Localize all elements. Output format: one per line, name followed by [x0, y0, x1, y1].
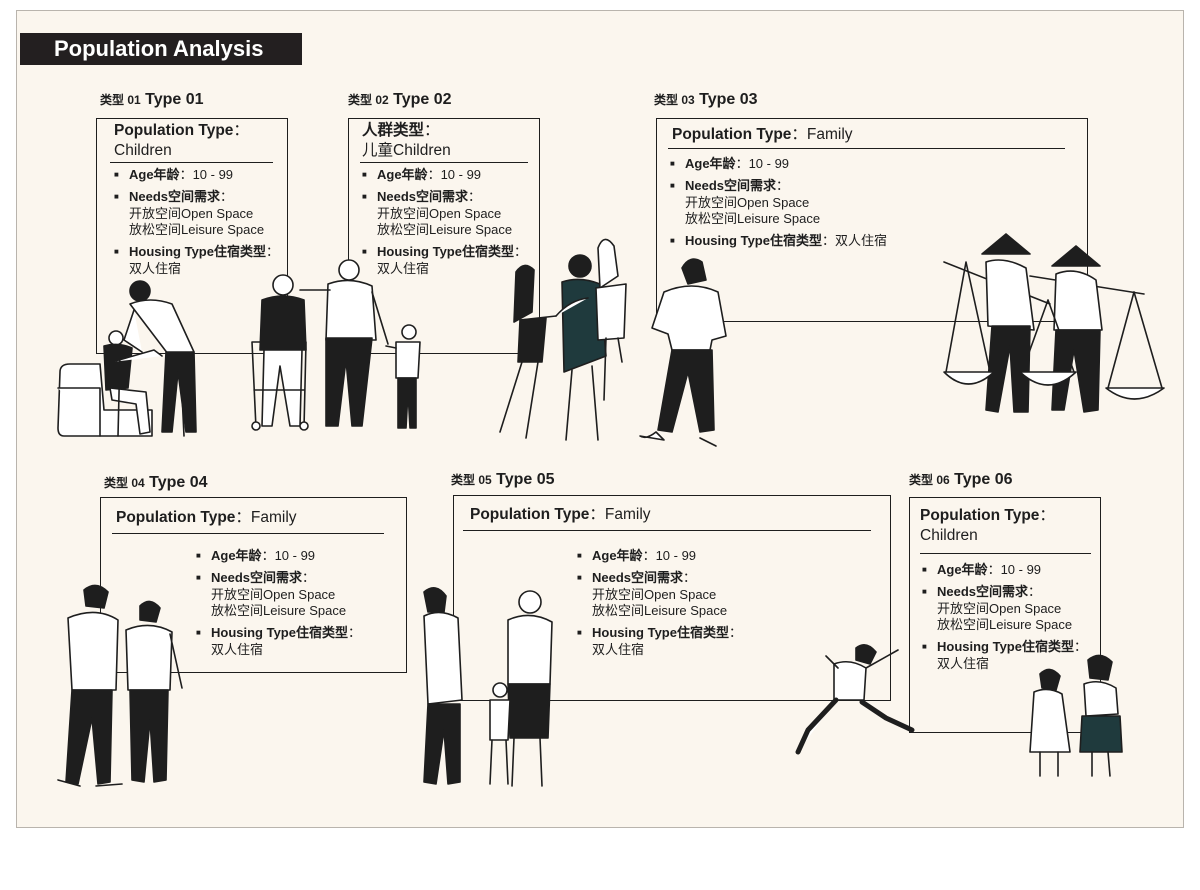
type-06-children-illustration: [1029, 654, 1123, 777]
type-03-label: 类型 03 Type 03: [654, 91, 758, 108]
type-02-people-illustration: [499, 238, 627, 441]
type-02-info: Age年龄：10 - 99 Needs空间需求：开放空间Open Space放松…: [362, 167, 527, 283]
type-02-population-type: 人群类型： 儿童Children: [362, 122, 451, 159]
type-06-rule: [920, 553, 1091, 555]
type-01-info: Age年龄：10 - 99 Needs空间需求：开放空间Open Space放松…: [114, 167, 279, 283]
type-04-students-illustration: [57, 584, 183, 787]
type-05-family-illustration: [423, 587, 553, 787]
type-05-info: Age年龄：10 - 99 Needs空间需求：开放空间Open Space放松…: [577, 548, 742, 664]
type-01-population-type: Population Type： Children: [114, 122, 249, 159]
type-03-population-type: Population Type：Family: [672, 126, 853, 143]
type-04-frame: [100, 497, 407, 673]
type-02-frame: [348, 118, 540, 354]
type-05-population-type: Population Type：Family: [470, 506, 651, 523]
type-05-rule: [463, 530, 871, 532]
type-06-population-type: Population Type： Children: [920, 507, 1055, 544]
type-03-info: Age年龄：10 - 99 Needs空间需求：开放空间Open Space放松…: [670, 156, 887, 255]
type-06-info: Age年龄：10 - 99 Needs空间需求：开放空间Open Space放松…: [922, 562, 1087, 678]
type-05-label: 类型 05 Type 05: [451, 471, 555, 488]
type-04-label: 类型 04 Type 04: [104, 474, 208, 491]
type-01-people-illustration: [57, 280, 197, 437]
type-04-info: Age年龄：10 - 99 Needs空间需求：开放空间Open Space放松…: [196, 548, 361, 664]
diagram-board: [16, 10, 1184, 828]
page-title: Population Analysis: [20, 33, 302, 65]
type-01-rule: [110, 162, 273, 164]
type-03-man-illustration: [639, 258, 727, 447]
type-03-vendors-illustration: [943, 233, 1165, 413]
type-06-frame: [909, 497, 1101, 733]
type-04-population-type: Population Type：Family: [116, 509, 297, 526]
type-03-frame: [656, 118, 1088, 322]
type-06-label: 类型 06 Type 06: [909, 471, 1013, 488]
type-01-02-family-illustration: [251, 259, 421, 431]
type-01-label: 类型 01 Type 01: [100, 91, 204, 108]
type-02-label: 类型 02 Type 02: [348, 91, 452, 108]
type-04-rule: [112, 533, 384, 535]
type-05-jumping-child-illustration: [795, 644, 915, 755]
type-03-rule: [668, 148, 1065, 150]
type-05-frame: [453, 495, 891, 701]
type-02-rule: [360, 162, 528, 164]
